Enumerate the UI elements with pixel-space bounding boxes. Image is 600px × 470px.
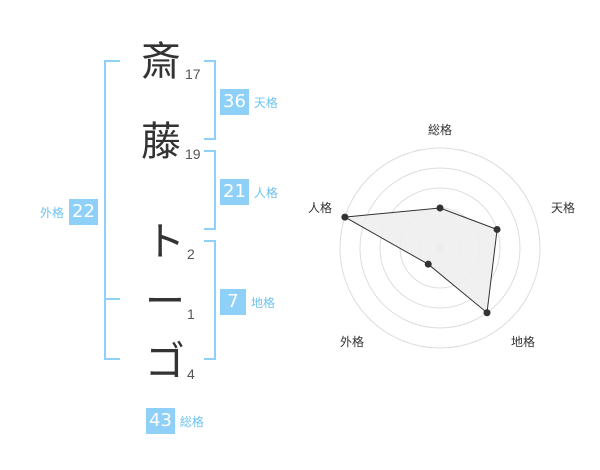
radar-label-jinkaku: 人格	[308, 200, 332, 215]
radar-area	[343, 207, 498, 314]
name-char-5: ゴ	[145, 339, 185, 385]
radar-ring	[359, 167, 521, 329]
gaikaku-bracket-divider	[104, 298, 120, 300]
chikaku-badge: 7 地格	[220, 289, 275, 315]
stroke-count-4: 1	[187, 306, 195, 322]
stroke-count-1: 17	[185, 66, 201, 82]
gaikaku-bracket	[104, 60, 120, 360]
radar-point-soukaku	[436, 204, 444, 212]
radar-points	[341, 204, 501, 317]
jinkaku-label: 人格	[253, 185, 278, 200]
tenkaku-badge: 36 天格	[220, 89, 278, 115]
chikaku-label: 地格	[251, 295, 276, 310]
radar-point-jinkaku	[341, 213, 349, 221]
soukaku-badge: 43 総格	[146, 408, 204, 434]
radar-point-gaikaku	[424, 260, 432, 268]
name-char-1: 斎	[141, 39, 181, 85]
tenkaku-bracket	[204, 60, 216, 140]
radar-ring	[379, 187, 501, 309]
jinkaku-bracket	[204, 150, 216, 230]
jinkaku-badge: 21 人格	[220, 179, 278, 205]
gaikaku-badge: 外格 22	[40, 199, 98, 225]
name-char-2: 藤	[141, 119, 181, 165]
radar-label-gaikaku: 外格	[340, 334, 364, 349]
gaikaku-label: 外格	[40, 205, 65, 220]
name-char-4: ー	[145, 279, 185, 325]
tenkaku-label: 天格	[253, 95, 278, 110]
radar-point-chikaku	[483, 309, 491, 317]
chikaku-bracket	[204, 240, 216, 360]
soukaku-value: 43	[146, 408, 175, 434]
name-char-3: ト	[145, 219, 185, 265]
radar-label-chikaku: 地格	[511, 334, 535, 349]
tenkaku-value: 36	[220, 89, 249, 115]
stroke-count-2: 19	[185, 146, 201, 162]
soukaku-label: 総格	[179, 414, 204, 429]
radar-point-tenkaku	[493, 225, 501, 233]
radar-label-tenkaku: 天格	[551, 200, 575, 215]
jinkaku-value: 21	[220, 179, 249, 205]
radar-label-soukaku: 総格	[428, 122, 452, 137]
radar-ring	[339, 147, 541, 349]
chikaku-value: 7	[220, 289, 246, 315]
stroke-count-3: 2	[187, 246, 195, 262]
stroke-count-5: 4	[187, 366, 195, 382]
gaikaku-value: 22	[69, 199, 98, 225]
